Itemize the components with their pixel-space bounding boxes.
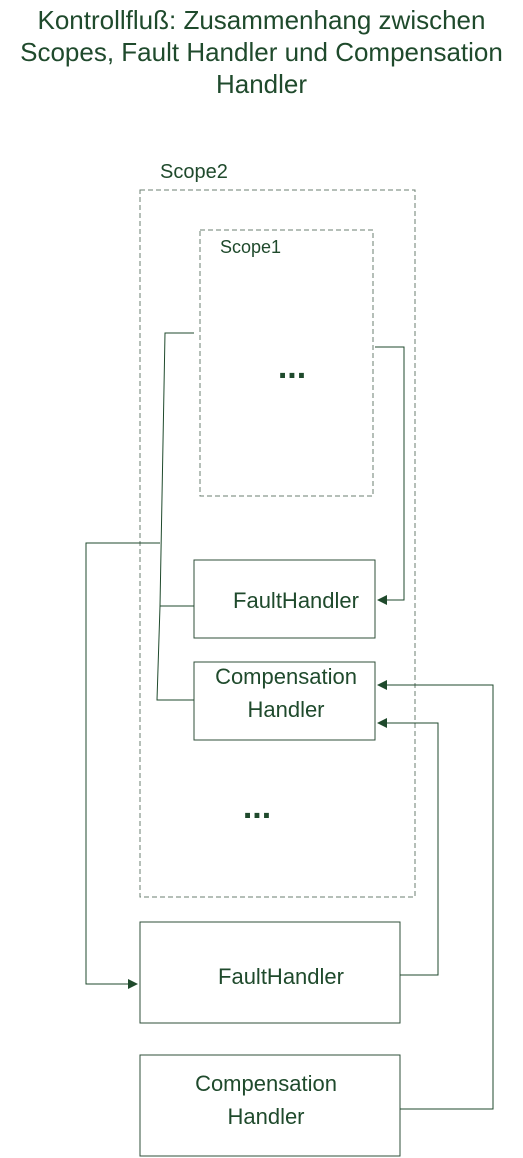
scope2-ellipsis: ... [243, 788, 271, 826]
inner-compensation-handler-box [193, 661, 376, 741]
outer-fault-handler-label: FaultHandler [218, 964, 344, 989]
connector-outer-fault-to-inner-compensation [377, 718, 439, 976]
diagram-title: Kontrollfluß: Zusammenhang zwischen Scop… [0, 4, 523, 100]
connector-outer-compensation-to-inner-compensation [377, 680, 494, 1110]
title-line-1: Kontrollfluß: Zusammenhang zwischen [37, 5, 486, 35]
inner-fault-handler-label: FaultHandler [233, 588, 359, 613]
inner-fault-handler-box [193, 559, 376, 639]
connector-scope1-left-to-inner-fault-handler [159, 332, 194, 607]
outer-fault-handler-box [139, 921, 401, 1024]
scope2-container [139, 189, 416, 898]
inner-compensation-handler-label-line1: Compensation [215, 664, 357, 689]
connector-inner-fault-to-inner-compensation [156, 605, 194, 701]
outer-compensation-handler-box [139, 1054, 401, 1157]
outer-compensation-handler-label-line1: Compensation [195, 1071, 337, 1096]
outer-compensation-handler-label-line2: Handler [227, 1104, 304, 1129]
scope1-container [199, 229, 374, 497]
inner-compensation-handler-label-line2: Handler [247, 697, 324, 722]
title-line-3: Handler [215, 69, 308, 99]
scope2-label: Scope2 [160, 161, 228, 183]
scope1-label: Scope1 [220, 237, 281, 257]
connector-scope1-to-inner-fault-handler [375, 346, 405, 605]
connector-scope2-to-outer-fault-handler [85, 542, 160, 989]
title-line-2: Scopes, Fault Handler und Compensation [20, 37, 503, 67]
scope1-ellipsis: ... [278, 348, 306, 386]
